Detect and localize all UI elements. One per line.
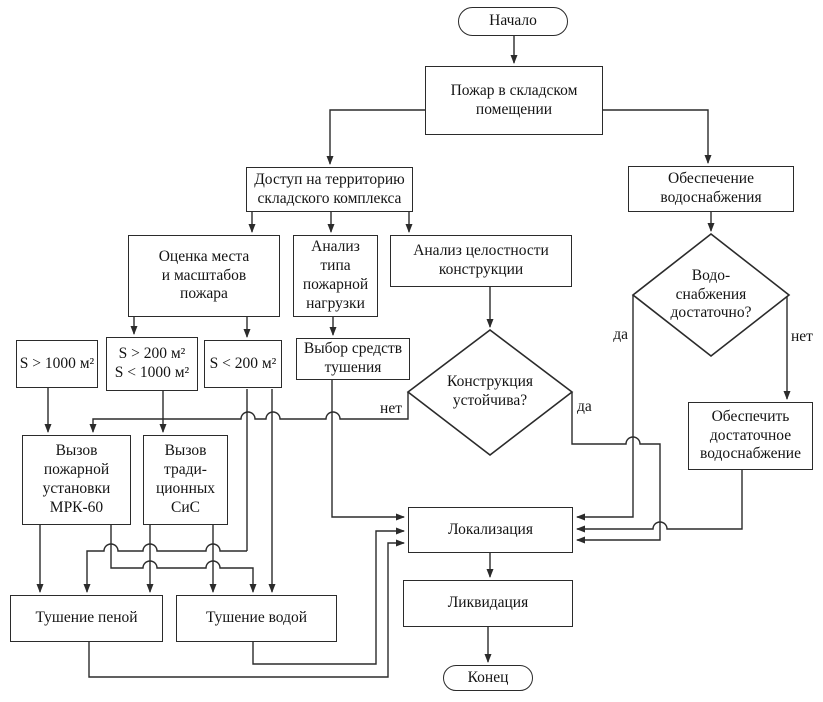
node-water-enough-diamond	[631, 232, 791, 358]
edge-stable-yes-localization	[571, 392, 661, 544]
node-start: Начало	[458, 7, 568, 36]
node-choose-means: Выбор средств тушения	[296, 338, 410, 380]
edge-callmrk-waterext	[110, 525, 257, 593]
edge-fire-watersupply	[603, 109, 712, 164]
node-s-gt-1000: S > 1000 м²	[16, 340, 98, 388]
node-load-type: Анализ типа пожарной нагрузки	[293, 235, 378, 317]
edge-label-water-enough-yes: да	[613, 326, 628, 343]
edge-label-stable-no: нет	[380, 400, 402, 417]
node-stable-diamond	[406, 328, 574, 457]
node-water-supply: Обеспечение водоснабжения	[628, 166, 794, 212]
edge-waterext-localization	[252, 527, 405, 665]
node-call-sis: Вызов тради- ционных СиС	[143, 435, 228, 525]
node-s-lt-200: S < 200 м²	[204, 340, 282, 388]
node-water-ext: Тушение водой	[176, 595, 337, 642]
node-stable-label: Конструкция устойчива?	[447, 373, 533, 409]
node-integrity: Анализ целостности конструкции	[390, 235, 572, 287]
edge-fire-access	[326, 109, 425, 165]
edge-waterenough-yes-localization	[576, 295, 634, 521]
node-fire: Пожар в складском помещении	[425, 66, 603, 135]
node-foam: Тушение пеной	[10, 595, 163, 642]
node-ensure-water: Обеспечить достаточное водоснабжение	[688, 402, 813, 470]
node-water-enough-label: Водо- снабжения достаточно?	[670, 266, 752, 322]
edge-stable-no-bus	[89, 392, 409, 433]
node-localization: Локализация	[408, 507, 573, 553]
edge-label-stable-yes: да	[577, 398, 592, 415]
edge-foam-localization	[88, 539, 405, 678]
node-call-mrk: Вызов пожарной установки МРК-60	[22, 435, 131, 525]
node-end: Конец	[443, 665, 533, 691]
node-s-200-1000: S > 200 м² S < 1000 м²	[106, 337, 198, 391]
node-liquidation: Ликвидация	[403, 580, 573, 627]
edge-ensure-localization	[576, 470, 743, 533]
node-access: Доступ на территорию складского комплекс…	[246, 167, 413, 212]
edge-choose-localization	[331, 380, 405, 521]
node-assess: Оценка места и масштабов пожара	[128, 235, 280, 317]
edge-label-water-enough-no: нет	[791, 328, 813, 345]
